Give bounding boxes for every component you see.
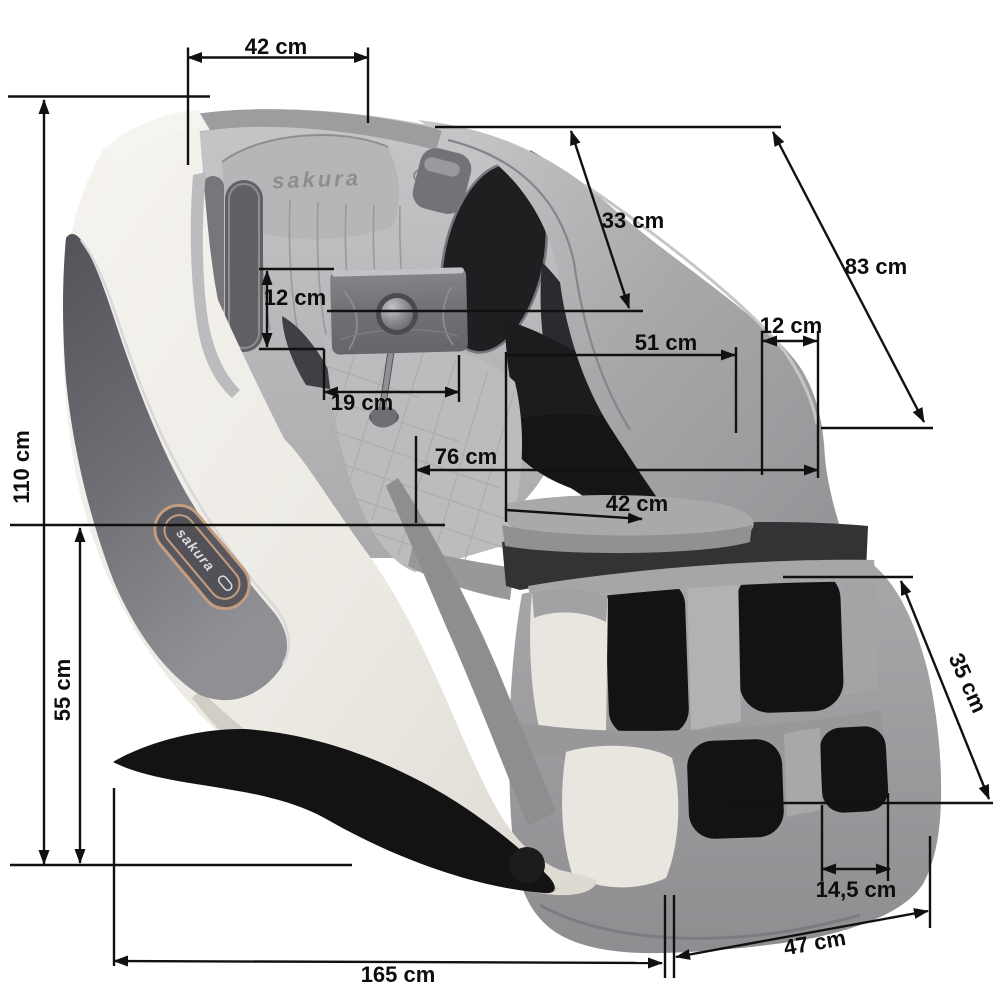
svg-text:12 cm: 12 cm bbox=[264, 285, 326, 310]
svg-text:19 cm: 19 cm bbox=[331, 390, 393, 415]
svg-text:14,5 cm: 14,5 cm bbox=[816, 877, 897, 902]
svg-text:55 cm: 55 cm bbox=[50, 659, 75, 721]
svg-text:sakura: sakura bbox=[272, 165, 362, 193]
svg-text:42 cm: 42 cm bbox=[245, 34, 307, 59]
svg-text:51 cm: 51 cm bbox=[635, 330, 697, 355]
svg-text:12 cm: 12 cm bbox=[760, 313, 822, 338]
svg-text:42 cm: 42 cm bbox=[606, 491, 668, 516]
svg-text:83 cm: 83 cm bbox=[845, 254, 907, 279]
svg-text:76 cm: 76 cm bbox=[435, 444, 497, 469]
svg-text:33 cm: 33 cm bbox=[602, 208, 664, 233]
svg-text:110 cm: 110 cm bbox=[9, 430, 34, 503]
svg-text:165 cm: 165 cm bbox=[361, 962, 436, 987]
